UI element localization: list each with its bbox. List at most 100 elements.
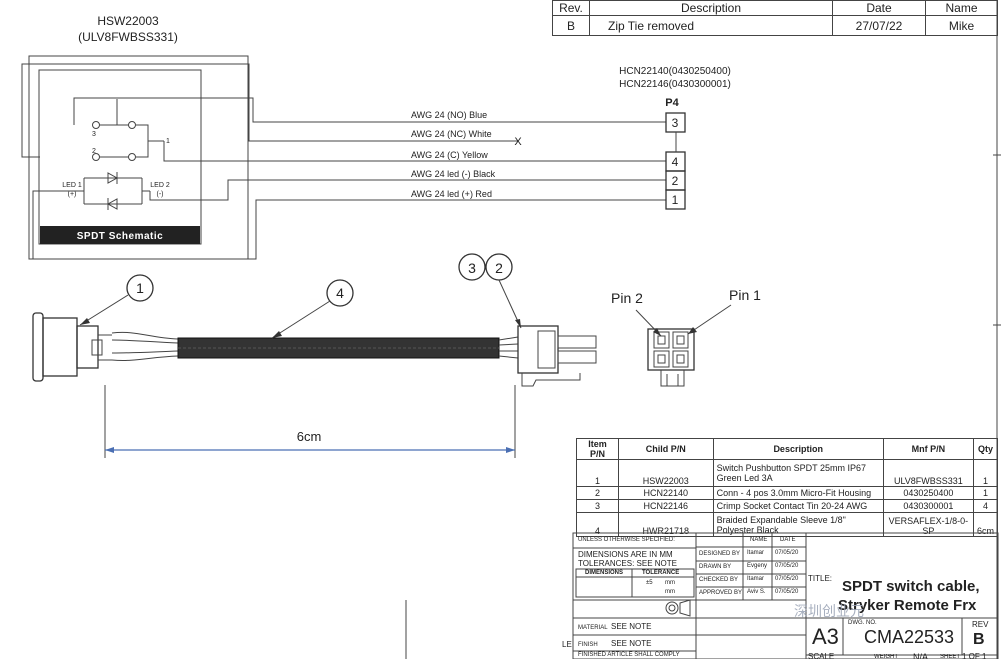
dimensions-head: DIMENSIONS — [585, 570, 624, 576]
weight-label: WEIGHT — [874, 654, 898, 659]
checked-by-date: 07/05/20 — [775, 576, 799, 582]
led-diode-bottom — [106, 198, 118, 210]
table-row: 1 HSW22003 Switch Pushbutton SPDT 25mm I… — [575, 459, 999, 487]
tolerance-head: TOLERANCE — [642, 570, 680, 576]
pin-1-view-label: Pin 1 — [729, 287, 761, 303]
wire-led-red — [32, 190, 666, 260]
callout-4-arrowhead — [272, 331, 282, 338]
led1-label: LED 1 — [62, 182, 82, 189]
weight-value: N/A — [913, 652, 929, 659]
nc-terminator-mark: X — [514, 136, 522, 148]
revision-header-row: Rev. Description Date Name — [552, 0, 998, 16]
bom-item-cell: 1 — [575, 459, 620, 487]
led2-polarity: (-) — [157, 191, 164, 198]
p4-pin-1-label: 1 — [672, 193, 679, 207]
description-col-header: Description — [589, 0, 833, 16]
pin-label-2: 2 — [92, 148, 96, 155]
pin-2-arrowhead — [653, 328, 661, 336]
led2-label: LED 2 — [150, 182, 170, 189]
pin-2-view-label: Pin 2 — [611, 290, 643, 306]
title-label: TITLE: — [808, 574, 833, 583]
callout-label-2: 2 — [495, 260, 503, 276]
sheet-value: 1 OF 1 — [962, 652, 987, 659]
switch-part-number: HSW22003 — [97, 14, 159, 28]
wire-bundle — [111, 331, 179, 361]
rev-cell: B — [552, 15, 590, 36]
wire-label-blue: AWG 24 (NO) Blue — [411, 110, 487, 120]
date-column-head: DATE — [780, 537, 796, 543]
material-label: MATERIAL — [578, 625, 608, 631]
wire-led-black — [149, 179, 666, 201]
tolerance-value: ±5 — [646, 580, 653, 586]
designed-by-date: 07/05/20 — [775, 550, 799, 556]
dwg-no-label: DWG. NO. — [848, 620, 877, 626]
led1-polarity: (+) — [68, 191, 77, 198]
approved-by-date: 07/05/20 — [775, 589, 799, 595]
drawn-by-date: 07/05/20 — [775, 563, 799, 569]
connector-name: P4 — [665, 97, 679, 109]
drawing-title-line1: SPDT switch cable, — [842, 578, 980, 595]
switch-mnf-part: (ULV8FWBSS331) — [78, 30, 178, 44]
watermark-text: 深圳创业元 — [794, 603, 864, 619]
wire-label-red: AWG 24 led (+) Red — [411, 189, 492, 199]
pushbutton-switch — [32, 312, 112, 382]
connector-part-2: HCN22146(0430300001) — [619, 79, 731, 90]
callout-balloon-4 — [326, 279, 354, 307]
rev-label: REV — [972, 620, 989, 629]
drawing-title-line2: Stryker Remote Frx — [838, 597, 977, 614]
name-column-head: NAME — [750, 537, 768, 543]
sheet-size: A3 — [812, 624, 839, 649]
drawn-by-name: Evgeny — [747, 563, 768, 569]
callout-2-arrowhead — [515, 319, 521, 328]
callout-4-leader — [271, 300, 331, 339]
tolerance-unit-1: mm — [665, 580, 675, 586]
rev-value: B — [973, 631, 985, 648]
sleeve-to-connector-wires — [498, 336, 519, 359]
dim-arrow-left — [105, 447, 114, 453]
wire-c-yellow — [163, 141, 666, 162]
schematic-title: SPDT Schematic — [77, 231, 163, 242]
bom-mnf-cell: ULV8FWBSS331 — [882, 459, 974, 487]
pin-1-leader — [687, 304, 732, 335]
dim-arrow-right — [506, 447, 515, 453]
pin-label-3: 3 — [92, 131, 96, 138]
microfit-housing — [517, 325, 597, 387]
callout-1-arrowhead — [80, 318, 90, 325]
led-diode-top — [107, 172, 119, 184]
pin-label-1: 1 — [166, 138, 170, 145]
callout-label-3: 3 — [468, 260, 476, 276]
designed-by-label: DESIGNED BY — [699, 551, 741, 557]
tolerance-note: TOLERANCES: SEE NOTE — [578, 559, 677, 568]
wire-no-blue — [73, 97, 666, 125]
pin-1-arrowhead — [688, 327, 697, 334]
wire-label-yellow: AWG 24 (C) Yellow — [411, 150, 488, 160]
bom-desc-cell: Switch Pushbutton SPDT 25mm IP67 Green L… — [712, 459, 884, 487]
p4-pin-2-label: 2 — [672, 174, 679, 188]
table-row: B Zip Tie removed 27/07/22 Mike — [552, 15, 998, 36]
callout-balloon-1 — [126, 274, 154, 302]
sheet-label: SHEET — [940, 654, 961, 659]
designed-by-name: Itamar — [747, 550, 765, 556]
bom-header-row: Item P/N Child P/N Description Mnf P/N Q… — [575, 438, 999, 460]
approved-by-label: APPROVED BY — [699, 590, 743, 596]
p4-pin-3-label: 3 — [672, 116, 679, 130]
schematic-title-bar — [40, 226, 200, 244]
drawn-by-label: DRAWN BY — [699, 564, 732, 570]
le-mark: LE — [562, 640, 572, 649]
table-row: 2 HCN22140 Conn - 4 pos 3.0mm Micro-Fit … — [575, 486, 999, 500]
material-value: SEE NOTE — [611, 622, 652, 631]
rev-name-cell: Mike — [925, 15, 998, 36]
checked-by-name: Itamar — [747, 576, 765, 582]
finish-label: FINISH — [578, 642, 598, 648]
dwg-number: CMA22533 — [864, 627, 955, 647]
dims-note: DIMENSIONS ARE IN MM — [578, 550, 673, 559]
scale-label: SCALE — [808, 652, 835, 659]
tolerance-unit-2: mm — [665, 589, 675, 595]
connector-part-1: HCN22140(0430250400) — [619, 66, 731, 77]
finished-article-note: FINISHED ARTICLE SHALL COMPLY — [578, 652, 680, 658]
callout-balloon-3 — [458, 253, 486, 281]
wire-label-white: AWG 24 (NC) White — [411, 129, 492, 139]
